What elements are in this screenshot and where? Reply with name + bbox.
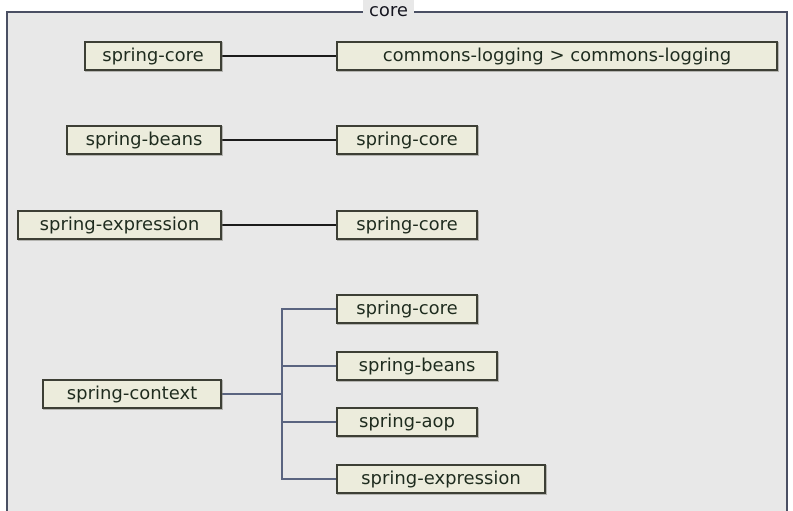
node-spring-core-target-0[interactable]: spring-core xyxy=(336,125,478,155)
node-label: spring-beans xyxy=(358,355,476,376)
node-label: spring-core xyxy=(356,214,458,235)
node-spring-expression-target-3[interactable]: spring-expression xyxy=(336,464,546,494)
group-title-core: core xyxy=(363,0,414,22)
node-spring-context-source[interactable]: spring-context xyxy=(42,379,222,409)
node-label: spring-core xyxy=(356,129,458,150)
node-label: commons-logging > commons-logging xyxy=(382,45,732,66)
node-label: spring-expression xyxy=(39,214,200,235)
node-label: spring-aop xyxy=(358,411,455,432)
node-spring-core-target-0[interactable]: spring-core xyxy=(336,294,478,324)
node-spring-core-target-0[interactable]: spring-core xyxy=(336,210,478,240)
node-spring-aop-target-2[interactable]: spring-aop xyxy=(336,407,478,437)
node-spring-expression-source[interactable]: spring-expression xyxy=(17,210,222,240)
edge-row-spring-expression xyxy=(222,224,336,226)
node-spring-beans-source[interactable]: spring-beans xyxy=(66,125,222,155)
node-label: spring-context xyxy=(66,383,198,404)
node-label: spring-expression xyxy=(361,468,521,489)
edge-spine-row-spring-context xyxy=(281,308,283,478)
diagram-canvas: core spring-core commons-logging > common… xyxy=(6,0,788,511)
edge-branch-row-spring-context-3 xyxy=(281,478,336,480)
node-spring-core-source[interactable]: spring-core xyxy=(84,41,222,71)
edge-branch-row-spring-context-1 xyxy=(281,365,336,367)
node-label: spring-core xyxy=(356,298,458,319)
edge-trunk-row-spring-context xyxy=(222,393,283,395)
node-label: spring-beans xyxy=(85,129,203,150)
edge-row-spring-beans xyxy=(222,139,336,141)
edge-row-spring-core xyxy=(222,55,336,57)
node-spring-beans-target-1[interactable]: spring-beans xyxy=(336,351,498,381)
node-commons-logging-commons-logging-target-0[interactable]: commons-logging > commons-logging xyxy=(336,41,778,71)
node-label: spring-core xyxy=(102,45,204,66)
edge-branch-row-spring-context-2 xyxy=(281,421,336,423)
edge-branch-row-spring-context-0 xyxy=(281,308,336,310)
